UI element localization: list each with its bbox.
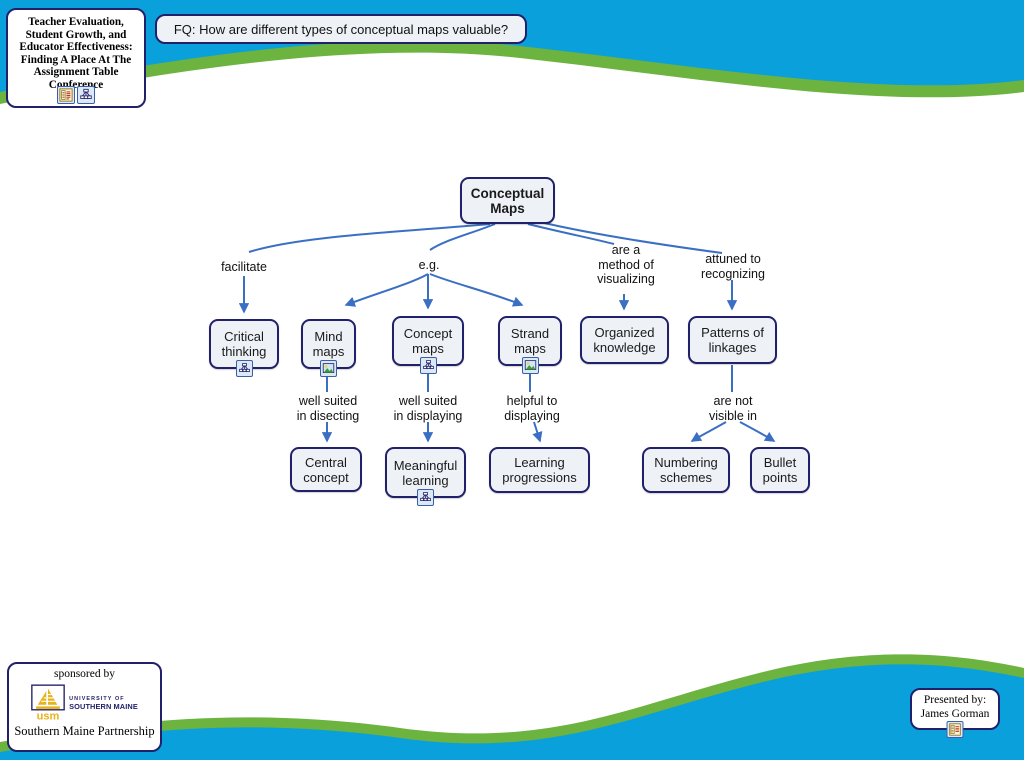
link-phrase-are-a-method-of-visualizing[interactable]: are a method of visualizing [597, 243, 655, 286]
concept-map-icon[interactable] [235, 360, 253, 377]
node-label: Strand maps [510, 326, 550, 356]
svg-text:usm: usm [37, 711, 60, 722]
node-label: Critical thinking [221, 329, 267, 359]
link-phrase-helpful-to-displaying[interactable]: helpful to displaying [504, 394, 560, 423]
node-label: Conceptual Maps [470, 185, 545, 216]
sponsored-by-label: sponsored by [53, 668, 115, 680]
node-strand-maps[interactable]: Strand maps [498, 316, 562, 366]
link-phrase-facilitate[interactable]: facilitate [221, 260, 267, 274]
usm-southern-maine-label: SOUTHERN MAINE [69, 701, 138, 711]
focus-question-text: FQ: How are different types of conceptua… [173, 21, 509, 37]
node-bullet-points[interactable]: Bullet points [750, 447, 810, 493]
node-learning-progressions[interactable]: Learning progressions [489, 447, 590, 493]
link-phrase-well-suited-in-disecting[interactable]: well suited in disecting [296, 394, 360, 423]
node-central-concept[interactable]: Central concept [290, 447, 362, 492]
node-label: Patterns of linkages [701, 325, 764, 355]
picture-icon[interactable] [320, 360, 337, 377]
node-label: Meaningful learning [393, 457, 458, 488]
usm-sail-mark: usm [31, 684, 65, 722]
conference-title-text: Teacher Evaluation, Student Growth, and … [19, 16, 133, 91]
sponsor-box[interactable]: sponsored by usm UNIVERSITY OF SOUTHERN … [7, 662, 162, 752]
link-phrase-eg[interactable]: e.g. [418, 258, 440, 272]
partnership-label: Southern Maine Partnership [14, 724, 155, 738]
node-organized-knowledge[interactable]: Organized knowledge [580, 316, 669, 364]
concept-map-icon[interactable] [419, 357, 437, 374]
node-label: Mind maps [312, 329, 345, 359]
node-label: Learning progressions [502, 455, 577, 485]
link-phrase-attuned-to-recognizing[interactable]: attuned to recognizing [701, 252, 765, 281]
concept-map-icon[interactable] [77, 86, 95, 104]
node-label: Bullet points [762, 455, 798, 485]
presenter-name: James Gorman [920, 707, 990, 720]
link-phrase-well-suited-in-displaying[interactable]: well suited in displaying [393, 394, 463, 423]
node-label: Central concept [303, 454, 349, 485]
picture-icon[interactable] [521, 357, 539, 374]
node-numbering-schemes[interactable]: Numbering schemes [642, 447, 730, 493]
list-document-icon[interactable] [57, 86, 75, 104]
link-phrase-are-not-visible-in[interactable]: are not visible in [709, 394, 757, 423]
focus-question-box[interactable]: FQ: How are different types of conceptua… [155, 14, 527, 44]
concept-map-icon[interactable] [417, 489, 434, 506]
node-label: Numbering schemes [654, 455, 718, 485]
list-document-icon[interactable] [946, 721, 964, 738]
presented-by-label: Presented by: [923, 694, 987, 706]
node-label: Concept maps [403, 326, 453, 356]
node-patterns-of-linkages[interactable]: Patterns of linkages [688, 316, 777, 364]
conference-title-box[interactable]: Teacher Evaluation, Student Growth, and … [6, 8, 146, 108]
presenter-box[interactable]: Presented by: James Gorman [910, 688, 1000, 738]
node-conceptual-maps[interactable]: Conceptual Maps [460, 177, 555, 224]
usm-logo: usm UNIVERSITY OF SOUTHERN MAINE [9, 684, 160, 722]
node-label: Organized knowledge [593, 325, 656, 355]
